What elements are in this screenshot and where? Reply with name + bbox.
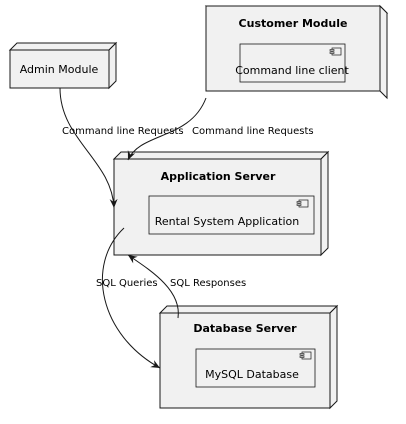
edge-db-to-app bbox=[127, 254, 179, 319]
database-server-title: Database Server bbox=[193, 322, 297, 335]
component-label: Rental System Application bbox=[155, 215, 300, 228]
component-label: MySQL Database bbox=[205, 368, 299, 381]
edge-label-admin-requests: Command line Requests bbox=[62, 126, 184, 137]
component-mysql-database: MySQL Database bbox=[195, 348, 316, 388]
edge-label-customer-requests: Command line Requests bbox=[192, 126, 314, 137]
node-customer-module: Customer Module Command line client bbox=[204, 4, 389, 100]
node-admin-module: Admin Module bbox=[8, 41, 118, 90]
edge-customer-to-app bbox=[127, 97, 207, 161]
component-label: Command line client bbox=[235, 64, 349, 77]
edge-app-to-db bbox=[101, 227, 161, 369]
node-application-server: Application Server Rental System Applica… bbox=[112, 150, 330, 257]
edge-admin-to-app bbox=[59, 87, 118, 209]
admin-module-title: Admin Module bbox=[20, 63, 99, 76]
component-rental-system-application: Rental System Application bbox=[148, 195, 315, 235]
application-server-title: Application Server bbox=[161, 170, 276, 183]
edge-label-sql-queries: SQL Queries bbox=[96, 278, 158, 289]
node-database-server: Database Server MySQL Database bbox=[158, 304, 339, 410]
component-command-line-client: Command line client bbox=[235, 43, 349, 83]
customer-module-title: Customer Module bbox=[239, 17, 348, 30]
edge-label-sql-responses: SQL Responses bbox=[170, 278, 246, 289]
